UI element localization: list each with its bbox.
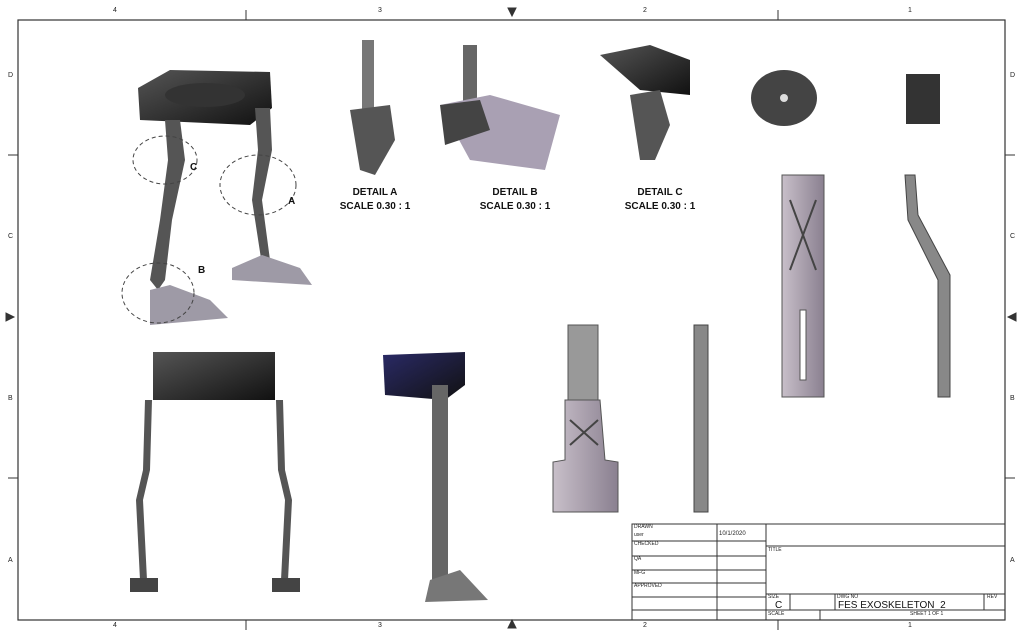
zone-bottom-4: 4 — [113, 622, 117, 629]
tb-scale-label: SCALE — [768, 611, 785, 617]
detail-c-view — [600, 45, 690, 160]
zone-left-c: C — [8, 233, 14, 240]
zone-top-1: 1 — [908, 7, 912, 14]
callout-b: B — [198, 265, 206, 276]
zone-left-a: A — [8, 557, 13, 564]
tb-mfg: MFG — [634, 570, 646, 576]
front-view — [130, 352, 300, 592]
tb-date: 10/1/2020 — [719, 531, 746, 537]
zone-bottom-3: 3 — [378, 622, 382, 629]
tb-checked: CHECKED — [634, 541, 659, 547]
top-view-disc — [751, 70, 817, 126]
side-view-block — [906, 74, 940, 124]
side-view-leg — [383, 352, 488, 602]
tb-title-label: TITLE — [768, 547, 782, 553]
shank-plate-side — [904, 174, 951, 398]
callout-c: C — [190, 162, 198, 173]
zone-bottom-1: 1 — [908, 622, 912, 629]
tb-dwg-no: FES EXOSKELETON_2 — [838, 600, 946, 611]
zone-ticks — [5, 7, 1017, 630]
zone-right-a: A — [1010, 557, 1015, 564]
tb-size-label: SIZE — [768, 594, 780, 600]
zone-top-4: 4 — [113, 7, 117, 14]
detail-a-view — [350, 40, 395, 175]
tb-user: user — [634, 532, 644, 538]
tb-size: C — [775, 600, 783, 611]
zone-left-b: B — [8, 395, 13, 402]
callout-a: A — [288, 196, 296, 207]
title-block — [631, 523, 1006, 621]
detail-b-view — [440, 45, 560, 170]
zone-left-d: D — [8, 72, 14, 79]
isometric-assembly — [121, 70, 312, 325]
tb-approved: APPROVED — [634, 583, 662, 589]
tb-drawn: DRAWN — [634, 524, 653, 530]
zone-right-c: C — [1010, 233, 1016, 240]
tb-dwg-no-label: DWG NO — [837, 594, 859, 600]
tb-rev-label: REV — [987, 594, 998, 600]
thigh-plate-side — [693, 324, 709, 513]
thigh-plate — [552, 324, 619, 513]
tb-qa: QA — [634, 556, 642, 562]
zone-top-2: 2 — [643, 7, 647, 14]
zone-top-3: 3 — [378, 7, 382, 14]
shank-plate-front — [781, 174, 825, 398]
tb-sheet: SHEET 1 OF 1 — [910, 611, 944, 617]
zone-bottom-2: 2 — [643, 622, 647, 629]
zone-right-b: B — [1010, 395, 1015, 402]
zone-right-d: D — [1010, 72, 1016, 79]
